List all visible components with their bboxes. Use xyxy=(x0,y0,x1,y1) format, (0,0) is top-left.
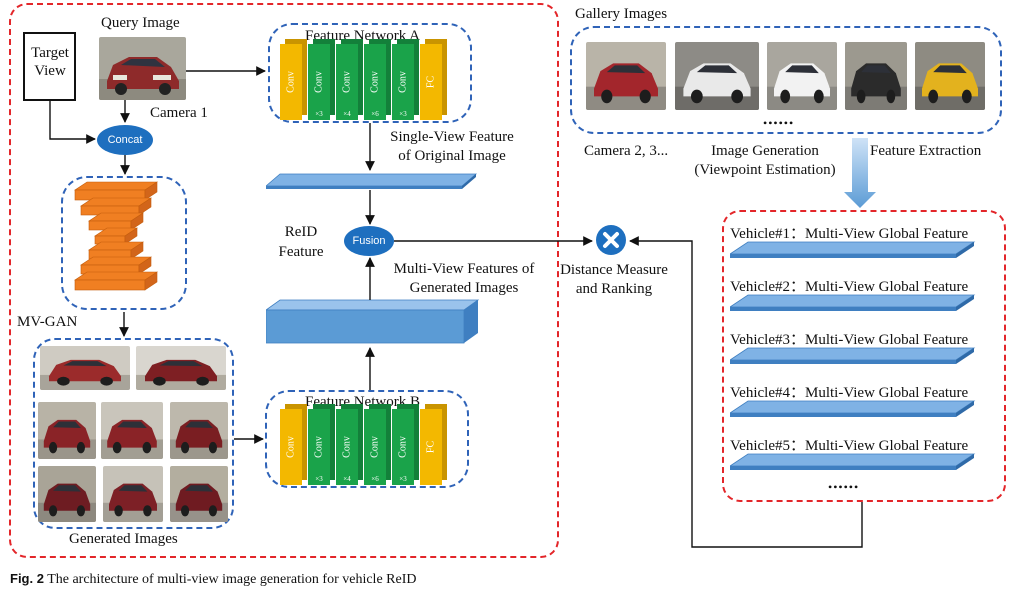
caption-text: The architecture of multi-view image gen… xyxy=(47,572,417,587)
feature-network-a-label: Feature Network A xyxy=(305,28,420,44)
figure-caption: Fig. 2 The architecture of multi-view im… xyxy=(10,571,417,588)
query-image xyxy=(99,37,186,100)
caption-fig-number: Fig. 2 xyxy=(10,571,44,586)
network-a-layer-conv: Conv xyxy=(280,44,302,120)
gallery-images-label: Gallery Images xyxy=(575,6,668,22)
generated-car-image xyxy=(38,402,96,459)
mvgan-box xyxy=(61,176,187,310)
generated-car-image xyxy=(136,346,226,390)
layer-repeat: ×3 xyxy=(315,110,323,118)
layer-repeat: ×4 xyxy=(343,475,351,483)
network-a-layer-conv: Conv×6 xyxy=(364,44,386,120)
gallery-dots: •••••• xyxy=(763,116,795,130)
layer-repeat: ×6 xyxy=(371,475,379,483)
image-generation-label: Image Generation xyxy=(711,143,819,159)
layer-repeat: ×3 xyxy=(399,475,407,483)
gallery-car-image xyxy=(586,42,666,110)
generated-car-image xyxy=(101,402,163,459)
gallery-car-image xyxy=(675,42,759,110)
layer-repeat: ×3 xyxy=(399,110,407,118)
generated-car-image xyxy=(103,466,163,522)
layer-repeat: ×6 xyxy=(371,110,379,118)
mvgan-generator xyxy=(74,181,158,291)
gallery-box xyxy=(570,26,1002,134)
gallery-car-image xyxy=(915,42,985,110)
single-view-feature-plate xyxy=(266,173,478,189)
feature-network-b-label: Feature Network B xyxy=(305,394,420,410)
target-view-label: Target View xyxy=(31,45,69,79)
vehicle-feature-plate xyxy=(730,241,976,258)
concat-node: Concat xyxy=(97,125,153,155)
camera23-label: Camera 2, 3... xyxy=(584,143,669,159)
network-b-layer-conv: Conv×4 xyxy=(336,409,358,485)
reid-label-2: Feature xyxy=(278,244,324,260)
generated-car-image xyxy=(38,466,96,522)
network-a-layer-fc: FC xyxy=(420,44,442,120)
network-b-layer-conv: Conv xyxy=(280,409,302,485)
single-view-label-2: of Original Image xyxy=(398,148,506,164)
multi-view-label-2: Generated Images xyxy=(409,280,519,296)
vehicle-features-box xyxy=(722,210,1006,502)
vehicle-feature-plate xyxy=(730,453,976,470)
network-b-layer-fc: FC xyxy=(420,409,442,485)
generated-images-label: Generated Images xyxy=(69,531,178,547)
network-b-layer-conv: Conv×6 xyxy=(364,409,386,485)
generated-car-image xyxy=(170,402,228,459)
feature-network-b-box xyxy=(265,390,469,488)
query-image-label: Query Image xyxy=(101,15,180,31)
vehicle-feature-label: Vehicle#2：Multi-View Global Feature xyxy=(730,279,969,295)
reid-label: ReID xyxy=(284,224,318,240)
feature-network-a-box xyxy=(268,23,472,123)
distance-node xyxy=(596,225,626,255)
query-pipeline-box xyxy=(9,3,559,558)
vehicle-feature-label: Vehicle#3：Multi-View Global Feature xyxy=(730,332,969,348)
camera1-label: Camera 1 xyxy=(150,105,208,121)
vehicle-feature-plate xyxy=(730,400,976,417)
fusion-node: Fusion xyxy=(344,226,394,256)
multi-view-label: Multi-View Features of xyxy=(393,261,535,277)
vehicle-feature-label: Vehicle#5：Multi-View Global Feature xyxy=(730,438,969,454)
vehicle-feature-label: Vehicle#1：Multi-View Global Feature xyxy=(730,226,969,242)
gallery-car-image xyxy=(767,42,837,110)
vehicle-feature-plate xyxy=(730,347,976,364)
multi-view-feature-plate xyxy=(266,299,480,344)
vehicle-dots: •••••• xyxy=(828,480,860,494)
layer-repeat: ×4 xyxy=(343,110,351,118)
network-a-layer-conv: Conv×3 xyxy=(392,44,414,120)
vehicle-feature-label: Vehicle#4：Multi-View Global Feature xyxy=(730,385,969,401)
distance-label: Distance Measure xyxy=(560,262,668,278)
target-view-box xyxy=(23,32,76,101)
network-a-layer-conv: Conv×4 xyxy=(336,44,358,120)
generated-car-image xyxy=(40,346,130,390)
viewpoint-estimation-label: (Viewpoint Estimation) xyxy=(694,162,836,178)
distance-label-2: and Ranking xyxy=(575,281,653,297)
vehicle-feature-plate xyxy=(730,294,976,311)
generated-car-image xyxy=(170,466,228,522)
feature-extraction-label: Feature Extraction xyxy=(870,143,982,159)
layer-repeat: ×3 xyxy=(315,475,323,483)
network-a-layer-conv: Conv×3 xyxy=(308,44,330,120)
network-b-layer-conv: Conv×3 xyxy=(308,409,330,485)
single-view-label: Single-View Feature xyxy=(390,129,514,145)
network-b-layer-conv: Conv×3 xyxy=(392,409,414,485)
gallery-car-image xyxy=(845,42,907,110)
generated-images-box xyxy=(33,338,234,529)
mvgan-label: MV-GAN xyxy=(17,314,78,330)
